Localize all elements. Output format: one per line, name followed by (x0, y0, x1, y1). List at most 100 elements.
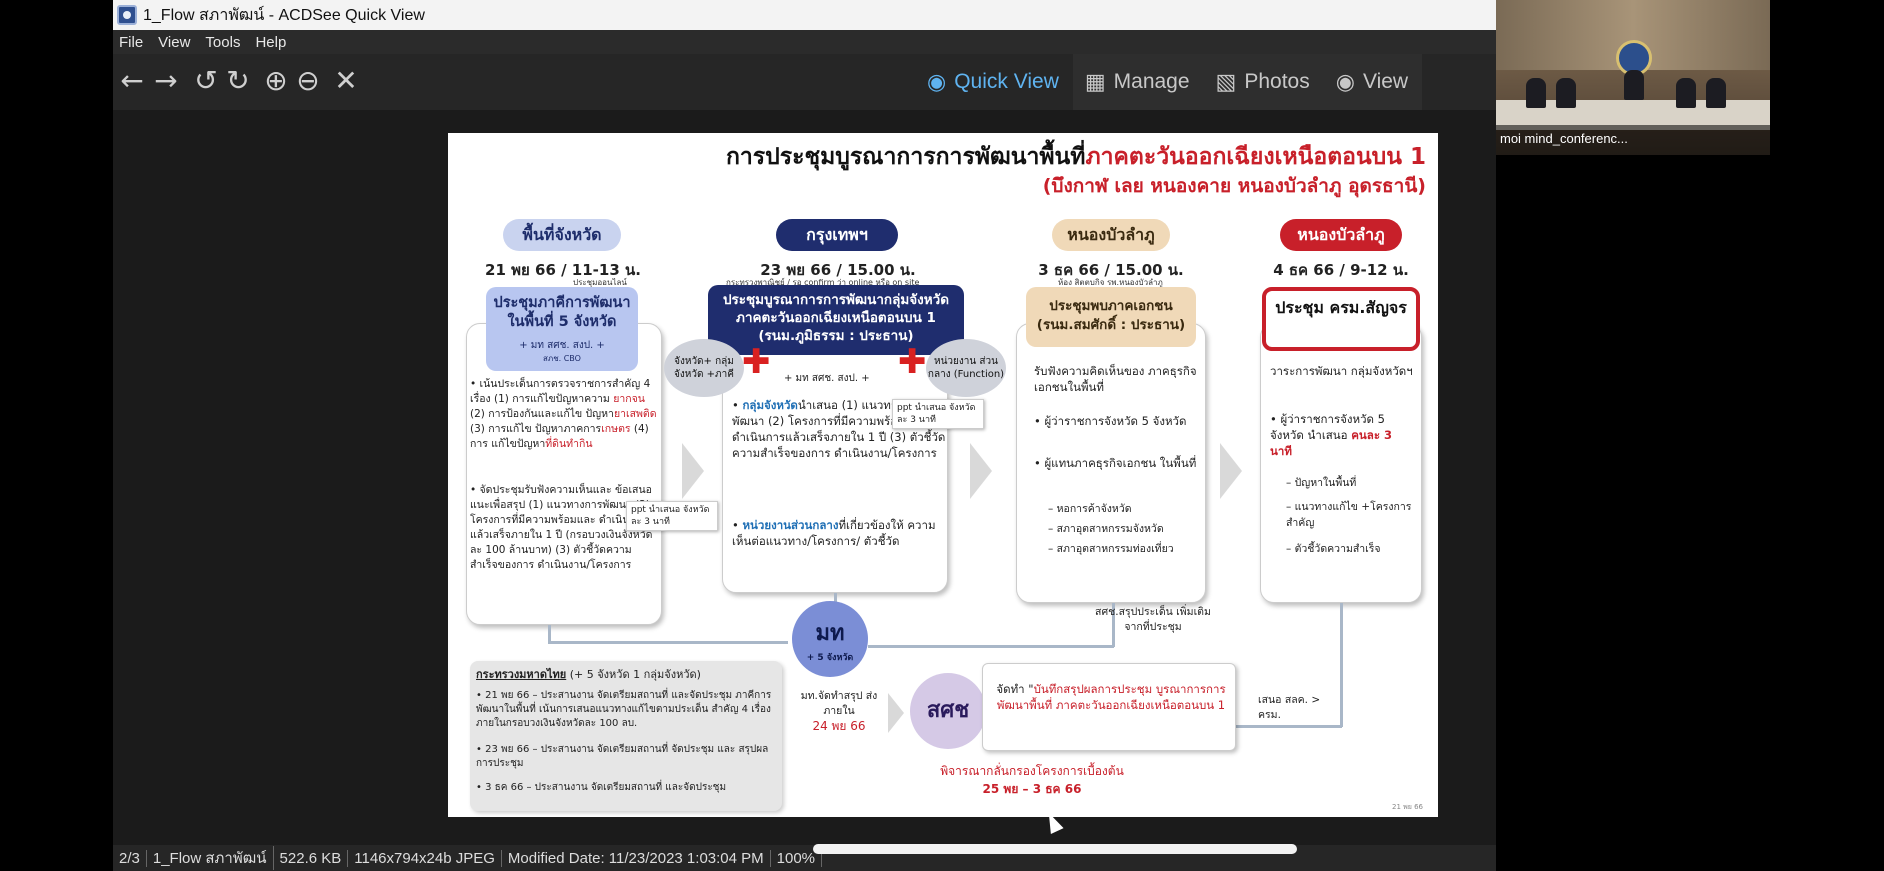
col2-bullet2: • หน่วยงานส่วนกลางที่เกี่ยวข้องให้ ความเ… (732, 518, 936, 548)
zoom-out-icon[interactable]: ⊖ (296, 64, 320, 97)
header-col1: ประชุมภาคีการพัฒนา ในพื้นที่ 5 จังหวัด +… (486, 287, 638, 371)
tab-quick-view[interactable]: ◉ Quick View (915, 54, 1073, 110)
t: • ผู้ว่าราชการจังหวัด 5 จังหวัด นำเสนอ (1270, 412, 1385, 442)
col2-bullet1: • กลุ่มจังหวัดนำเสนอ (1) แนวทางการพัฒนา … (732, 398, 946, 460)
t: กระทรวงมหาดไทย (476, 668, 567, 681)
col3-bullet1: • ผู้ว่าราชการจังหวัด 5 จังหวัด (1034, 414, 1187, 428)
slide-footer: 21 พย 66 (1392, 803, 1423, 811)
moi-item1: • 21 พย 66 – ประสานงาน จัดเตรียมสถานที่ … (476, 690, 772, 729)
t: คนละ 3 นาที (1270, 428, 1393, 458)
t: (4) การ แก้ไขปัญหา (470, 423, 649, 450)
col4-item2: – แนวทางแก้ไข +โครงการสำคัญ (1286, 501, 1412, 529)
tab-view[interactable]: ◉ View (1324, 54, 1422, 110)
col3-bullet2: • ผู้แทนภาคธุรกิจเอกชน ในพื้นที่ (1034, 456, 1197, 470)
webcam-caption: moi mind_conferenc... (1496, 125, 1770, 155)
propose-text: เสนอ สลค. > ครม. (1258, 694, 1321, 721)
note-col3: ห้อง สิตตบกิจ รพ.หนองบัวลำภู (1058, 278, 1163, 287)
forward-arrow-icon[interactable]: → (154, 64, 178, 97)
zoom-in-icon[interactable]: ⊕ (264, 64, 288, 97)
tab-manage[interactable]: ▦ Manage (1073, 54, 1204, 110)
t: (2) การป้องกันและแก้ไข ปัญหา (470, 408, 614, 420)
record-box (982, 663, 1236, 751)
date-col4: 4 ธค 66 / 9-12 น. (1273, 261, 1409, 279)
pill-nongbualamphu-2: หนองบัวลำภู (1280, 219, 1402, 251)
bubble-provinces: จังหวัด+ กลุ่มจังหวัด +ภาคี (664, 339, 744, 397)
person (1676, 78, 1696, 108)
t: กลุ่มจังหวัด (742, 398, 798, 412)
tab-label: Quick View (954, 70, 1059, 93)
ppt-note-col2: ppt นำเสนอ จังหวัดละ 3 นาที (892, 399, 984, 429)
connector-line (1236, 725, 1342, 728)
connector-line (1112, 603, 1115, 647)
photos-icon: ▧ (1215, 69, 1237, 94)
t: (+ 5 จังหวัด 1 กลุ่มจังหวัด) (569, 668, 701, 681)
title-bar: 1_Flow สภาพัฒน์ - ACDSee Quick View (113, 0, 1496, 30)
note-col2: กระทรวงพาณิชย์ / รอ confirm ว่า online ห… (726, 278, 920, 287)
note-col1: ประชุมออนไลน์ (573, 278, 627, 287)
screen-date: 25 พย – 3 ธค 66 (982, 782, 1082, 796)
moi-item3: • 3 ธค 66 – ประสานงาน จัดเตรียมสถานที่ แ… (476, 782, 727, 793)
t: จัดทำ " (996, 682, 1034, 696)
t: (3) การแก้ไข ปัญหาภาคการ (470, 423, 602, 435)
rotate-right-icon[interactable]: ↻ (226, 64, 250, 97)
close-icon[interactable]: ✕ (334, 64, 358, 97)
t: หน่วยงานส่วนกลาง (742, 518, 839, 532)
header-col1-text: ประชุมภาคีการพัฒนา ในพื้นที่ 5 จังหวัด (493, 295, 631, 330)
menu-tools[interactable]: Tools (205, 33, 241, 51)
header-col4: ประชุม ครม.สัญจร (1262, 287, 1420, 351)
header-col2: ประชุมบูรณาการการพัฒนากลุ่มจังหวัด ภาคตะ… (708, 285, 964, 355)
status-zoom: 100% (771, 849, 823, 867)
menu-file[interactable]: File (119, 33, 144, 51)
col3-item3: – สภาอุตสาหกรรมท่องเที่ยว (1048, 543, 1174, 555)
card-col4 (1260, 323, 1422, 603)
menu-view[interactable]: View (158, 33, 191, 51)
slide-title: การประชุมบูรณาการการพัฒนาพื้นที่ภาคตะวัน… (726, 139, 1426, 175)
t: ยากจน (613, 393, 645, 405)
moi-item2: • 23 พย 66 – ประสานงาน จัดเตรียมสถานที่ … (476, 744, 769, 769)
col3-item1: – หอการค้าจังหวัด (1048, 503, 1132, 515)
rotate-left-icon[interactable]: ↺ (194, 64, 218, 97)
back-arrow-icon[interactable]: ← (120, 64, 144, 97)
card-col3 (1016, 323, 1206, 603)
slide-image: การประชุมบูรณาการการพัฒนาพื้นที่ภาคตะวัน… (448, 133, 1438, 817)
chevron-icon (1220, 443, 1242, 499)
menu-bar: File View Tools Help (113, 30, 1496, 54)
connector-line (548, 641, 788, 644)
date-col1: 21 พย 66 / 11-13 น. (485, 261, 641, 279)
pill-provinces: พื้นที่จังหวัด (503, 219, 621, 251)
card-col2 (722, 348, 948, 593)
header-col1-sub: + มท สศช. สงป. + (519, 340, 605, 351)
tab-photos[interactable]: ▧ Photos (1204, 54, 1324, 110)
col1-bullet2: • จัดประชุมรับฟังความเห็นและ ข้อเสนอแนะเ… (470, 484, 653, 571)
t: • เน้นประเด็นการตรวจราชการสำคัญ 4 เรื่อง… (470, 378, 651, 405)
toolbar: ← → ↺ ↻ ⊕ ⊖ ✕ ◉ Quick View ▦ Manage ▧ Ph… (113, 54, 1496, 110)
t: มท (815, 621, 845, 646)
tab-label: View (1362, 70, 1409, 93)
col3-intro: รับฟังความคิดเห็นของ ภาคธุรกิจเอกชนในพื้… (1034, 364, 1197, 394)
status-index: 2/3 (113, 849, 147, 867)
scroll-indicator[interactable] (813, 844, 1297, 854)
eye-icon: ◉ (1335, 69, 1355, 94)
t: + 5 จังหวัด (806, 653, 854, 663)
eye-icon: ◉ (927, 69, 947, 94)
pill-bangkok: กรุงเทพฯ (776, 219, 898, 251)
t: บันทึกสรุปผลการประชุม บูรณาการการพัฒนาพื… (996, 682, 1226, 712)
screen-text: พิจารณากลั่นกรองโครงการเบื้องต้น (940, 764, 1124, 778)
col4-item1: – ปัญหาในพื้นที่ (1286, 477, 1357, 489)
chevron-icon (682, 443, 704, 499)
t: ที่เกี่ยวข้องให้ ความเห็นต่อแนวทาง/โครงก… (732, 518, 936, 548)
menu-help[interactable]: Help (255, 33, 287, 51)
moi-heading: กระทรวงมหาดไทย (+ 5 จังหวัด 1 กลุ่มจังหว… (476, 667, 776, 683)
person (1624, 70, 1644, 100)
col3-item2: – สภาอุตสาหกรรมจังหวัด (1048, 523, 1164, 535)
chevron-icon (888, 693, 904, 733)
date-col3: 3 ธค 66 / 15.00 น. (1038, 261, 1184, 279)
header-col2-sub: + มท สศช. สงป. + (784, 373, 870, 384)
header-col3: ประชุมพบภาคเอกชน (รนม.สมศักดิ์ : ประธาน) (1026, 287, 1196, 347)
t: ที่ดินทำกิน (545, 438, 593, 450)
status-filename: 1_Flow สภาพัฒน์ (147, 846, 274, 870)
nesdc-note: สศช.สรุปประเด็น เพิ่มเติมจากที่ประชุม (1095, 606, 1211, 633)
person (1556, 78, 1576, 108)
connector-line (548, 625, 551, 643)
tab-label: Photos (1244, 70, 1310, 93)
